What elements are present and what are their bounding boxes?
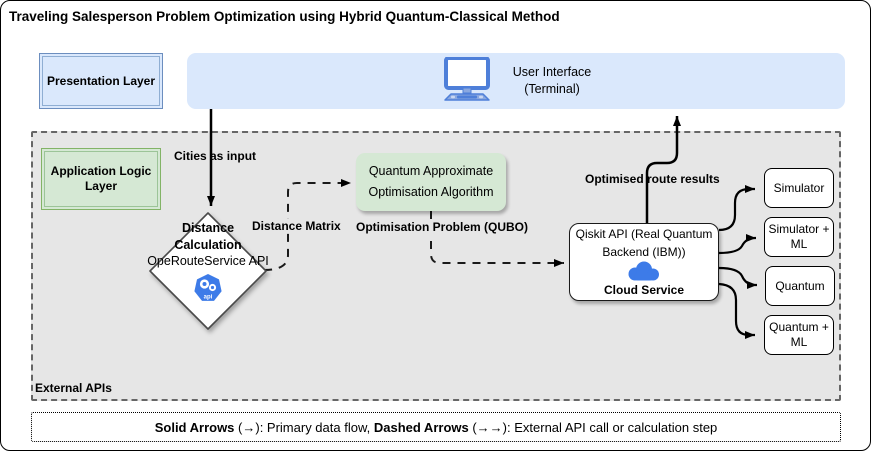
legend-box: Solid Arrows (→): Primary data flow, Das… (31, 412, 841, 442)
backend-box-simulator-ml: Simulator + ML (764, 217, 834, 257)
legend-text1: (→): Primary data flow, (234, 419, 374, 435)
user-interface-node: User Interface (Terminal) (187, 53, 845, 109)
application-layer-line2: Layer (84, 179, 117, 193)
backend-quantum-ml-label: Quantum + ML (769, 320, 829, 349)
cities-as-input-label: Cities as input (174, 149, 257, 163)
qaoa-line2: Optimisation Algorithm (368, 185, 494, 199)
legend-solid-arrows: Solid Arrows (154, 419, 235, 435)
qiskit-line1: Qiskit API (Real Quantum (575, 227, 713, 241)
qaoa-node: Quantum Approximate Optimisation Algorit… (356, 153, 506, 211)
backend-box-quantum-ml: Quantum + ML (764, 315, 834, 355)
distance-node-line1: Distance (181, 221, 235, 235)
backend-simulator-label: Simulator (773, 180, 825, 195)
cloud-icon (625, 261, 663, 281)
external-apis-label: External APIs (35, 381, 112, 395)
backend-quantum-label: Quantum (775, 278, 825, 293)
presentation-layer-label: Presentation Layer (46, 73, 156, 88)
user-interface-line2: (Terminal) (524, 82, 580, 96)
svg-text:api: api (204, 294, 213, 300)
distance-calculation-node: Distance Calculation OpeRouteService API… (138, 220, 278, 311)
distance-node-line2: Calculation (174, 237, 242, 252)
user-interface-line1: User Interface (512, 65, 592, 79)
qiskit-node: Qiskit API (Real Quantum Backend (IBM)) … (569, 223, 719, 301)
presentation-layer-box: Presentation Layer (39, 53, 163, 109)
legend-dashed-arrows: Dashed Arrows (373, 419, 469, 435)
distance-node-line3: OpeRouteService API (147, 254, 269, 268)
legend-text2: (→→): External API call or calculation s… (468, 419, 718, 435)
qiskit-cloud-service-label: Cloud Service (603, 283, 685, 297)
diagram-title: Traveling Salesperson Problem Optimizati… (9, 9, 560, 24)
qiskit-line2: Backend (IBM)) (602, 245, 686, 259)
backend-simulator-ml-label: Simulator + ML (768, 222, 830, 251)
application-layer-line1: Application Logic (50, 164, 152, 178)
backend-box-quantum: Quantum (765, 266, 835, 306)
backend-box-simulator: Simulator (764, 168, 834, 208)
application-logic-layer-box: Application Logic Layer (41, 148, 161, 210)
application-logic-layer-label: Application Logic Layer (51, 164, 152, 194)
monitor-icon (441, 55, 493, 106)
api-icon: api (138, 273, 278, 312)
qaoa-line1: Quantum Approximate (368, 164, 494, 178)
user-interface-label: User Interface (Terminal) (513, 64, 592, 98)
